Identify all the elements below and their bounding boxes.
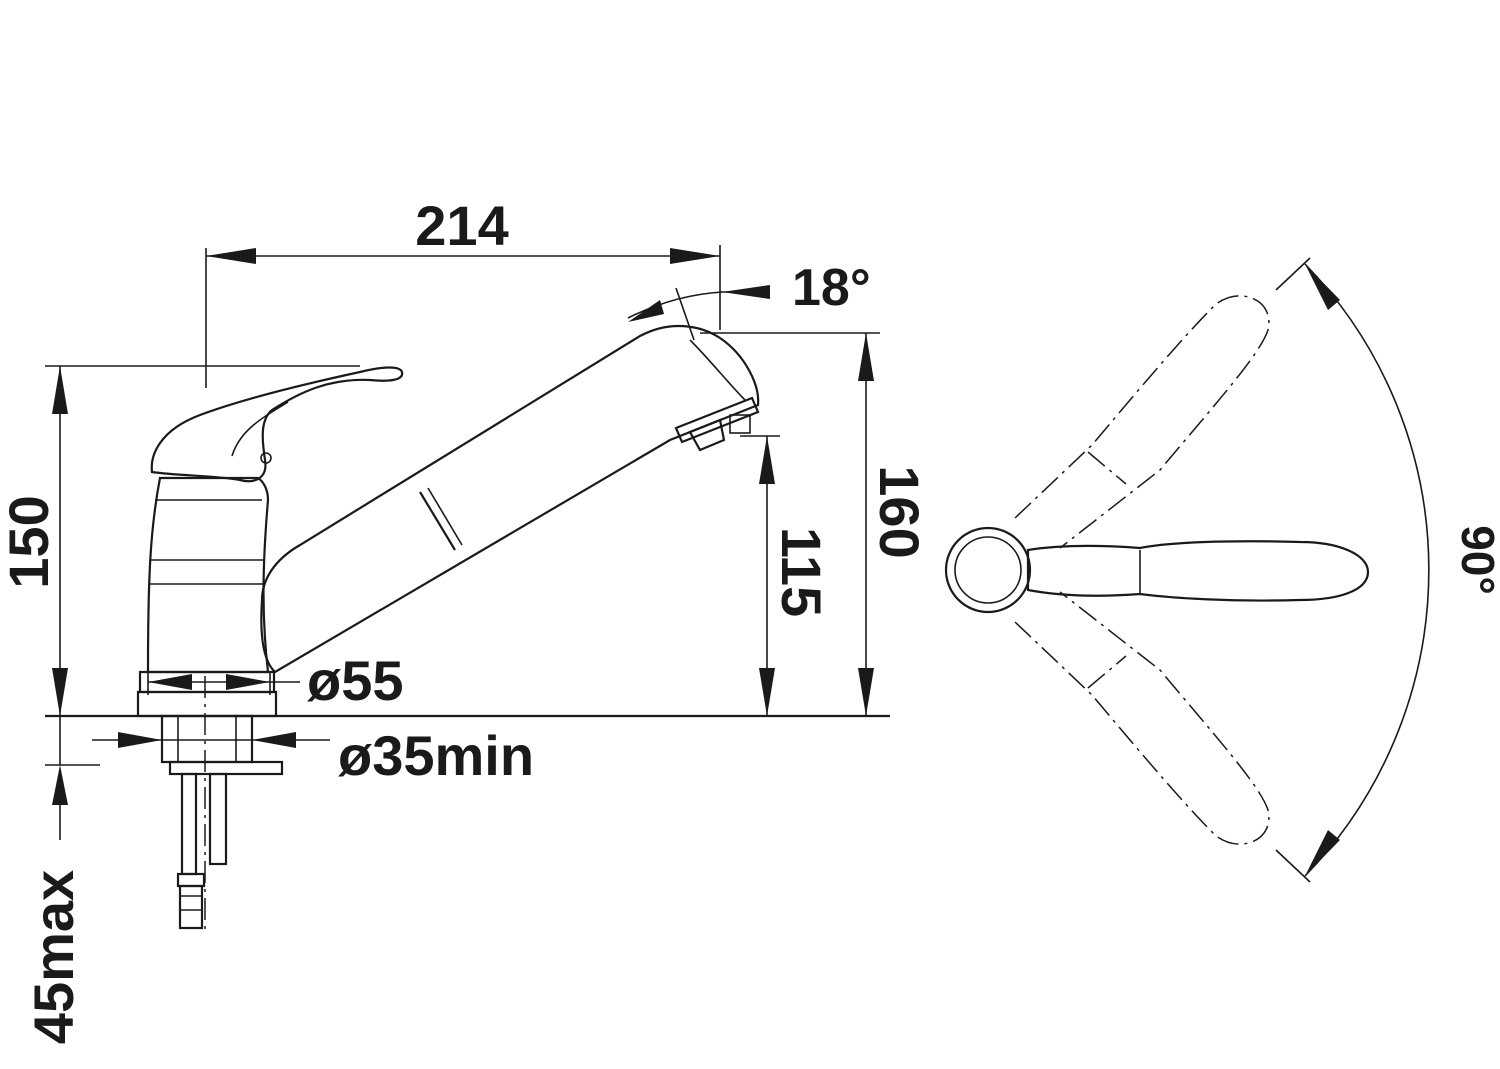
base-outer-circle (944, 526, 1032, 614)
height-115-label: 115 (770, 527, 833, 617)
pull-out-spout (260, 324, 760, 674)
reach-dimension: 214 (205, 194, 721, 388)
tilt-label: 18° (792, 259, 871, 317)
base-diameter-label: ø55 (307, 649, 404, 712)
height-160-dimension: 160 (700, 332, 931, 716)
counter-thickness-dimension: 45max (22, 716, 85, 1044)
thickness-label: 45max (22, 870, 85, 1044)
swivel-angle-dimension: 90° (1275, 257, 1500, 883)
under-counter-fittings (160, 676, 284, 930)
lever-center-position (1026, 540, 1370, 602)
hole-diameter-label: ø35min (338, 724, 534, 787)
side-view: 214 18° 150 45max (0, 194, 931, 1044)
height-150-label: 150 (0, 495, 60, 588)
lever-handle (150, 366, 404, 483)
swivel-angle-label: 90° (1452, 525, 1500, 595)
lever-left-position (1014, 295, 1270, 549)
tilt-angle-dimension: 18° (627, 259, 871, 341)
height-150-dimension: 150 (0, 365, 360, 716)
reach-label: 214 (415, 194, 508, 257)
height-160-label: 160 (868, 465, 931, 558)
top-view: 90° (944, 257, 1500, 883)
base-diameter-dimension: ø55 (147, 649, 404, 712)
hole-diameter-dimension: ø35min (92, 724, 534, 787)
base-inner-circle (954, 536, 1022, 604)
height-115-dimension: 115 (740, 435, 833, 716)
lever-right-position (1014, 591, 1270, 845)
